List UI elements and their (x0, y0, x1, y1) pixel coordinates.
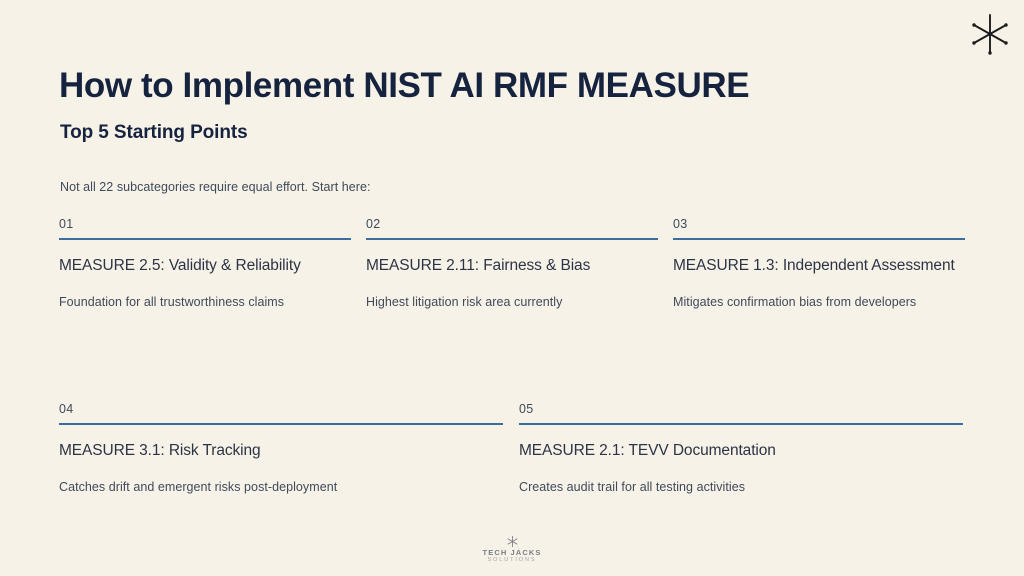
card-divider (519, 422, 963, 425)
card-number: 01 (59, 217, 74, 231)
card-divider (59, 237, 351, 240)
card-04: 04 MEASURE 3.1: Risk Tracking Catches dr… (59, 403, 503, 500)
card-05: 05 MEASURE 2.1: TEVV Documentation Creat… (519, 403, 963, 500)
card-title: MEASURE 2.11: Fairness & Bias (366, 256, 591, 274)
card-description: Highest litigation risk area currently (366, 295, 563, 310)
footer-tagline: SOLUTIONS (487, 556, 537, 563)
card-description: Foundation for all trustworthiness claim… (59, 295, 285, 310)
card-divider (59, 422, 503, 425)
card-02: 02 MEASURE 2.11: Fairness & Bias Highest… (366, 218, 658, 315)
card-number: 04 (59, 402, 74, 416)
card-title: MEASURE 2.5: Validity & Reliability (59, 256, 301, 274)
card-number: 02 (366, 217, 381, 231)
page-title: How to Implement NIST AI RMF MEASURE (59, 66, 750, 105)
card-description: Mitigates confirmation bias from develop… (673, 295, 917, 310)
intro-text: Not all 22 subcategories require equal e… (60, 180, 371, 194)
card-number: 03 (673, 217, 688, 231)
card-number: 05 (519, 402, 534, 416)
card-divider (673, 237, 965, 240)
star-burst-icon (507, 535, 517, 548)
footer-logo: TECH JACKS SOLUTIONS (0, 535, 1024, 563)
card-03: 03 MEASURE 1.3: Independent Assessment M… (673, 218, 965, 315)
card-divider (366, 237, 658, 240)
card-title: MEASURE 3.1: Risk Tracking (59, 441, 261, 459)
card-01: 01 MEASURE 2.5: Validity & Reliability F… (59, 218, 351, 315)
card-title: MEASURE 1.3: Independent Assessment (673, 256, 955, 274)
footer-brand: TECH JACKS (482, 548, 542, 557)
page-subtitle: Top 5 Starting Points (60, 122, 248, 143)
card-description: Creates audit trail for all testing acti… (519, 480, 746, 495)
card-description: Catches drift and emergent risks post-de… (59, 480, 338, 495)
star-burst-icon (964, 8, 1016, 60)
card-title: MEASURE 2.1: TEVV Documentation (519, 441, 776, 459)
